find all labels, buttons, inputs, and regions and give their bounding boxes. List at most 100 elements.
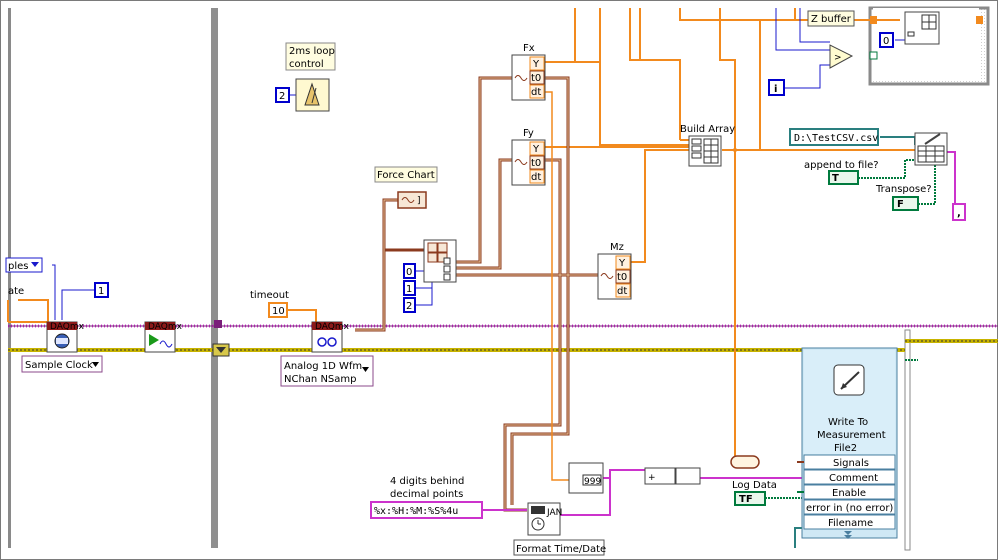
unbundle-waveform-fy[interactable]: Y t0 dt — [511, 139, 546, 186]
fy-y: Y — [532, 144, 540, 155]
comma-constant[interactable] — [952, 203, 966, 221]
append-label: append to file? — [804, 160, 879, 171]
iteration-terminal-text: i — [774, 84, 777, 95]
file-path-constant[interactable] — [789, 128, 879, 146]
daqmx-start-vi[interactable]: DAQmx — [144, 321, 183, 353]
force-chart-label: Force Chart — [377, 170, 435, 181]
constant-one[interactable] — [94, 282, 109, 298]
read-selector[interactable] — [280, 355, 374, 387]
format-string-constant[interactable] — [370, 501, 483, 519]
number-to-string-node[interactable]: 999 — [568, 462, 604, 494]
index-constant-0[interactable] — [403, 263, 416, 279]
index-0-value: 0 — [406, 267, 412, 278]
chart-wave-icon — [401, 197, 415, 203]
force-chart-terminal[interactable]: ] — [397, 191, 427, 209]
index-constant-2[interactable] — [403, 297, 416, 313]
greater-than-symbol: > — [834, 53, 842, 63]
read-selector-arrow-icon[interactable] — [362, 367, 369, 372]
read-selector-line1: Analog 1D Wfm — [284, 361, 362, 372]
fy-label: Fy — [523, 128, 534, 139]
constant-one-text: 1 — [98, 286, 104, 297]
play-icon — [149, 334, 159, 346]
mz-y: Y — [618, 258, 626, 269]
loop-ms-value: 2 — [279, 91, 285, 102]
format-time-date-node[interactable]: JAN — [527, 502, 562, 536]
iteration-terminal — [768, 79, 785, 96]
transpose-bool-value: F — [897, 199, 904, 210]
timing-selector-label: Sample Clock — [25, 360, 93, 371]
fx-y: Y — [532, 59, 540, 70]
format-time-date-label-box — [513, 539, 605, 556]
timeout-constant[interactable] — [268, 302, 288, 318]
z-index-constant[interactable] — [879, 32, 894, 48]
samples-enum-text: ples — [8, 261, 29, 272]
log-data-bool-value: TF — [739, 494, 753, 505]
express-vi-title-2: Measurement — [817, 430, 886, 441]
terminal-comment-label: Comment — [829, 473, 878, 484]
daqmx-timing-vi[interactable]: DAQmx — [46, 321, 85, 353]
loop-border-right — [904, 329, 911, 551]
fx-wave-icon — [514, 75, 528, 81]
daqmx-badge-2: DAQmx — [148, 322, 183, 332]
z-buffer-tunnel-out[interactable] — [976, 16, 983, 24]
glasses-right-icon — [327, 337, 337, 347]
transpose-bool-constant[interactable] — [892, 196, 919, 211]
build-array-node[interactable] — [688, 135, 722, 167]
daqmx-badge-3: DAQmx — [315, 322, 350, 332]
expand-arrow-icon-2[interactable] — [844, 535, 852, 539]
replace-array-subset-node[interactable] — [904, 11, 940, 45]
loop-border-middle[interactable] — [211, 8, 218, 548]
task-tunnel[interactable] — [214, 320, 222, 328]
unbundle-waveform-fx[interactable]: Y t0 dt — [511, 54, 546, 101]
clock-face-icon — [56, 338, 68, 344]
loop-ms-constant[interactable] — [275, 87, 290, 103]
z-buffer-label: Z buffer — [811, 14, 852, 25]
data-wires-blue[interactable] — [52, 8, 905, 320]
mz-wave-icon — [600, 273, 614, 279]
case-selector[interactable] — [869, 51, 878, 60]
format-string-value: %x:%H:%M:%S%4u — [374, 506, 458, 517]
concat-icon: + — [648, 473, 656, 483]
daqmx-read-vi[interactable]: DAQmx — [311, 321, 350, 353]
wire-junction — [733, 148, 737, 152]
concatenate-strings-node[interactable]: + — [644, 467, 701, 485]
terminal-comment[interactable] — [803, 469, 896, 485]
bool-wires[interactable] — [765, 159, 936, 499]
samples-enum-arrow-icon[interactable] — [31, 262, 39, 267]
terminal-filename-label: Filename — [828, 518, 873, 529]
glasses-left-icon — [317, 337, 327, 347]
samples-enum[interactable] — [5, 257, 43, 273]
dt-wire[interactable] — [545, 91, 569, 481]
build-array-label: Build Array — [680, 124, 735, 135]
string-wires[interactable] — [482, 151, 962, 516]
signals-dynamic-data[interactable] — [730, 455, 760, 469]
write-spreadsheet-node[interactable] — [914, 132, 948, 166]
terminal-filename[interactable] — [803, 514, 896, 530]
loop-control-comment — [285, 42, 336, 71]
wait-ms-vi[interactable] — [295, 78, 330, 112]
z-buffer-tunnel[interactable] — [870, 16, 877, 24]
read-selector-line2: NChan NSamp — [284, 374, 357, 385]
timing-selector[interactable] — [21, 355, 103, 373]
express-pen-tip-icon — [841, 383, 847, 389]
terminal-signals-label: Signals — [833, 458, 869, 469]
metronome-icon — [304, 82, 320, 106]
express-vi-icon — [833, 364, 865, 396]
expand-arrow-icon[interactable] — [844, 531, 852, 535]
express-vi-terminals: Signals Comment Enable error in (no erro… — [803, 454, 896, 539]
index-array-node[interactable] — [423, 239, 457, 283]
comparison-node[interactable]: > — [829, 44, 854, 69]
index-2-value: 2 — [406, 301, 412, 312]
unbundle-waveform-mz[interactable]: Y t0 dt — [597, 253, 632, 300]
index-constant-1[interactable] — [403, 280, 416, 296]
append-bool-constant[interactable] — [828, 170, 859, 185]
timing-selector-arrow-icon[interactable] — [92, 362, 99, 367]
number-display-icon: 999 — [584, 477, 601, 487]
mz-label: Mz — [610, 242, 624, 253]
index-constants[interactable]: 0 1 2 — [403, 263, 416, 313]
log-data-bool-constant[interactable] — [734, 491, 766, 506]
log-data-label: Log Data — [732, 480, 777, 491]
terminal-error-in[interactable] — [803, 499, 896, 515]
loop-control-line2: control — [289, 59, 324, 70]
